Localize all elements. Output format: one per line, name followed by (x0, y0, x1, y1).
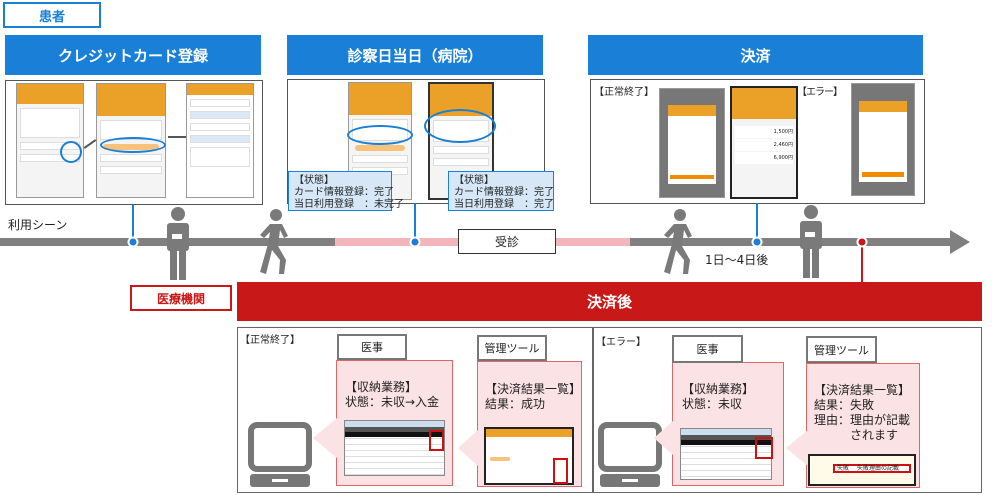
admin-tool-tab: 管理ツール (806, 336, 877, 363)
medical-tab: 医事 (672, 335, 743, 363)
callout-pointer (458, 430, 478, 466)
tool-status-text: 【決済結果一覧】 結果：成功 (485, 382, 582, 411)
section-card-registration-header: クレジットカード登録 (5, 35, 261, 75)
patient-label: 患者 (3, 2, 101, 28)
connector (861, 242, 863, 284)
fail-result: 失敗 (837, 465, 850, 472)
staff-person-icon (167, 207, 189, 280)
phone-screen-payment-success (659, 88, 725, 198)
error-label: 【エラー】 (596, 337, 646, 348)
arrow (168, 136, 186, 138)
connector (132, 205, 134, 242)
phone-screen-card-form (186, 83, 254, 198)
days-after-label: 1日〜4日後 (705, 253, 769, 267)
staff-person-icon (800, 205, 822, 278)
card-registration-screens (5, 80, 263, 205)
payment-normal-label: 【正常終了】 (594, 87, 654, 98)
medical-table-screenshot (344, 420, 445, 476)
connector (756, 203, 758, 242)
phone-screen-home (16, 83, 84, 198)
timeline-dot (409, 236, 421, 248)
section-visit-day-header: 診察日当日（病院） (287, 35, 543, 75)
amount: 6,900円 (735, 152, 793, 164)
phone-screen-payment-error (851, 83, 915, 196)
payment-error-label: 【エラー】 (797, 87, 843, 98)
highlight-ellipse (424, 109, 496, 143)
timeline-dot (856, 236, 868, 248)
amount: 1,500円 (735, 126, 793, 138)
status-highlight (429, 430, 444, 451)
failure-row-highlight: 失敗 失敗理由の記載 (833, 464, 911, 473)
admin-tool-tab: 管理ツール (477, 335, 547, 361)
walking-person-icon (260, 209, 288, 274)
highlight-ellipse (100, 137, 166, 153)
tool-status-text: 【決済結果一覧】 結果：失敗 理由：理由が記載 されます (814, 383, 911, 442)
highlight-ellipse (347, 125, 413, 145)
phone-screen-payment-history: 1,500円 2,460円 6,900円 (730, 86, 798, 199)
walking-person-icon (664, 209, 692, 274)
medical-tab: 医事 (337, 334, 407, 360)
timeline-dot (127, 236, 139, 248)
callout-pointer (786, 430, 808, 466)
callout-pointer (313, 418, 337, 458)
medical-status-text: 【収納業務】 状態：未収 (682, 382, 755, 411)
timeline-arrowhead (950, 230, 970, 254)
section-payment-header: 決済 (588, 35, 923, 75)
timeline-dot (751, 236, 763, 248)
medical-institution-label: 医療機関 (130, 285, 232, 311)
payment-screens: 【正常終了】 1,500円 2,460円 6,900円 【エラー】 (590, 79, 925, 204)
amount: 2,460円 (735, 139, 793, 151)
fail-reason: 失敗理由の記載 (857, 465, 900, 472)
result-highlight (553, 458, 568, 484)
computer-icon (598, 422, 662, 487)
status-callout-pending: 【状態】 カード情報登録：完了 当日利用登録 ：未完了 (288, 171, 404, 211)
usage-scene-label: 利用シーン (8, 218, 68, 232)
status-callout-complete: 【状態】 カード情報登録：完了 当日利用登録 ：完了 (448, 171, 554, 211)
consultation-box: 受診 (458, 229, 556, 254)
after-payment-banner: 決済後 (237, 282, 982, 321)
arrow (83, 139, 97, 149)
panel-divider (592, 328, 594, 492)
highlight-ellipse (60, 141, 82, 163)
status-highlight (755, 437, 773, 459)
medical-status-text: 【収納業務】 状態：未収→入金 (345, 380, 440, 409)
tool-results-screenshot (484, 427, 574, 485)
connector (414, 203, 416, 242)
normal-label: 【正常終了】 (240, 335, 300, 346)
computer-icon (248, 422, 312, 487)
tool-results-screenshot: 失敗 失敗理由の記載 (808, 454, 916, 486)
callout-pointer (654, 420, 674, 456)
